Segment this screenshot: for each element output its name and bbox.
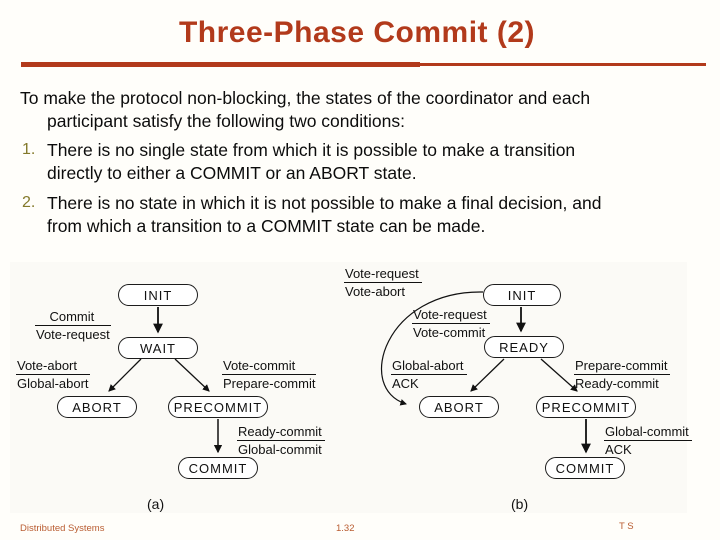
label-b-init-abort-sent: Vote-abort xyxy=(345,284,405,299)
state-a-commit: COMMIT xyxy=(178,457,258,479)
state-b-commit: COMMIT xyxy=(545,457,625,479)
footer-course-name: Distributed Systems xyxy=(20,523,105,534)
label-a-wait-precommit-received: Vote-commit xyxy=(222,358,317,375)
label-a-precommit-commit-sent: Global-commit xyxy=(238,442,322,457)
label-a-init-wait: Commit Vote-request xyxy=(35,309,111,342)
label-b-init-ready-received: Vote-request xyxy=(412,307,490,324)
state-b-init: INIT xyxy=(483,284,561,306)
label-a-precommit-commit: Ready-commit Global-commit xyxy=(237,424,325,457)
label-b-precommit-commit-sent: ACK xyxy=(605,442,632,457)
label-b-ready-precommit-sent: Ready-commit xyxy=(575,376,659,391)
footer-slide-number: 1.32 xyxy=(336,523,355,534)
label-b-init-ready: Vote-request Vote-commit xyxy=(412,307,490,340)
label-a-wait-abort-sent: Global-abort xyxy=(17,376,89,391)
label-b-precommit-commit-received: Global-commit xyxy=(604,424,692,441)
label-b-ready-abort-sent: ACK xyxy=(392,376,419,391)
label-a-init-wait-sent: Vote-request xyxy=(36,327,110,342)
state-b-precommit: PRECOMMIT xyxy=(536,396,636,418)
label-b-precommit-commit: Global-commit ACK xyxy=(604,424,692,457)
state-a-precommit: PRECOMMIT xyxy=(168,396,268,418)
state-b-abort: ABORT xyxy=(419,396,499,418)
label-a-wait-abort-received: Vote-abort xyxy=(16,358,90,375)
title-rule-thick xyxy=(21,62,420,67)
page-title: Three-Phase Commit (2) xyxy=(178,16,536,49)
label-b-ready-precommit: Prepare-commit Ready-commit xyxy=(574,358,671,391)
item-2-line-2: from which a transition to a COMMIT stat… xyxy=(47,216,486,236)
label-b-init-ready-sent: Vote-commit xyxy=(413,325,486,340)
state-a-wait: WAIT xyxy=(118,337,198,359)
label-a-precommit-commit-received: Ready-commit xyxy=(237,424,325,441)
label-b-ready-abort-received: Global-abort xyxy=(391,358,467,375)
item-1-line-2: directly to either a COMMIT or an ABORT … xyxy=(47,163,417,183)
list-number-1: 1. xyxy=(22,141,36,158)
state-a-abort: ABORT xyxy=(57,396,137,418)
label-a-wait-precommit-sent: Prepare-commit xyxy=(223,376,316,391)
label-a-wait-abort: Vote-abort Global-abort xyxy=(16,358,90,391)
label-b-init-abort: Vote-request Vote-abort xyxy=(344,266,422,299)
list-number-2: 2. xyxy=(22,194,36,211)
label-b-ready-precommit-received: Prepare-commit xyxy=(574,358,671,375)
label-b-init-abort-received: Vote-request xyxy=(344,266,422,283)
intro-line-2: participant satisfy the following two co… xyxy=(47,111,405,131)
label-b-ready-abort: Global-abort ACK xyxy=(391,358,467,391)
state-b-ready: READY xyxy=(484,336,564,358)
item-1-line-1: There is no single state from which it i… xyxy=(47,140,576,160)
item-2-line-1: There is no state in which it is not pos… xyxy=(47,193,602,213)
label-a-wait-precommit: Vote-commit Prepare-commit xyxy=(222,358,317,391)
intro-line-1: To make the protocol non-blocking, the s… xyxy=(20,88,591,108)
label-a-init-wait-received: Commit xyxy=(35,309,111,326)
title-rule-thin xyxy=(420,63,706,66)
caption-b: (b) xyxy=(511,496,529,512)
footer-initials: T S xyxy=(619,521,634,532)
state-a-init: INIT xyxy=(118,284,198,306)
caption-a: (a) xyxy=(147,496,165,512)
